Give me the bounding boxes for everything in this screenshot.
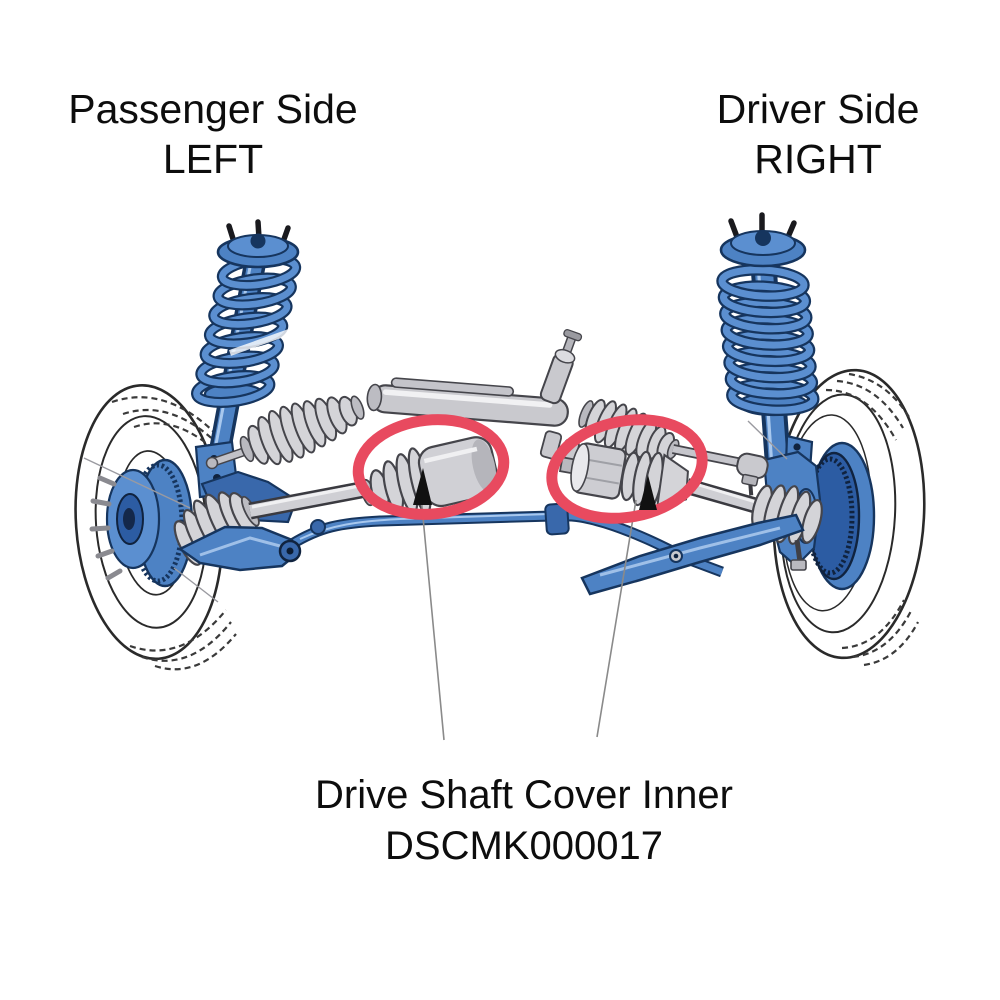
left-rack-boot	[239, 395, 365, 466]
right-inner-cv-boot-highlight	[546, 414, 708, 524]
left-inner-cv-boot-highlight	[352, 414, 510, 520]
right-tie-rod-end	[736, 452, 769, 496]
construction-lines	[83, 420, 788, 603]
driver-side-line2: RIGHT	[754, 136, 882, 182]
steering-rack	[205, 328, 769, 496]
left-wheel-studs	[89, 475, 123, 581]
left-boot-arrow	[413, 468, 432, 505]
left-lower-control-arm	[177, 525, 302, 572]
left-strut-top-mount	[216, 219, 300, 269]
passenger-side-label: Passenger Side LEFT	[68, 84, 357, 184]
right-strut-top-mount	[719, 212, 807, 268]
right-coil-spring	[716, 264, 820, 417]
right-boot-arrow	[639, 475, 657, 510]
right-pointer-line	[596, 499, 637, 738]
passenger-side-line2: LEFT	[162, 136, 264, 182]
left-knuckle-hub	[89, 458, 298, 588]
right-tire-tread	[825, 372, 919, 667]
driver-side-line1: Driver Side	[716, 86, 920, 132]
left-tire-tread	[111, 396, 237, 671]
right-ball-joint-stud	[794, 539, 803, 563]
annotation-layer	[352, 414, 708, 741]
part-name-text: Drive Shaft Cover Inner	[315, 773, 733, 817]
right-lower-control-arm	[580, 513, 807, 596]
stabilizer-bushing-clamp	[544, 502, 570, 536]
part-number-text: DSCMK000017	[385, 824, 663, 868]
left-coil-spring	[191, 253, 302, 408]
stabilizer-link	[310, 519, 326, 535]
left-pointer-line	[420, 495, 445, 741]
right-knuckle-hub	[762, 441, 876, 591]
driver-side-label: Driver Side RIGHT	[717, 84, 920, 184]
part-caption: Drive Shaft Cover Inner DSCMK000017	[315, 770, 733, 872]
rack-pinion-input	[539, 328, 583, 405]
passenger-side-line1: Passenger Side	[68, 86, 358, 132]
